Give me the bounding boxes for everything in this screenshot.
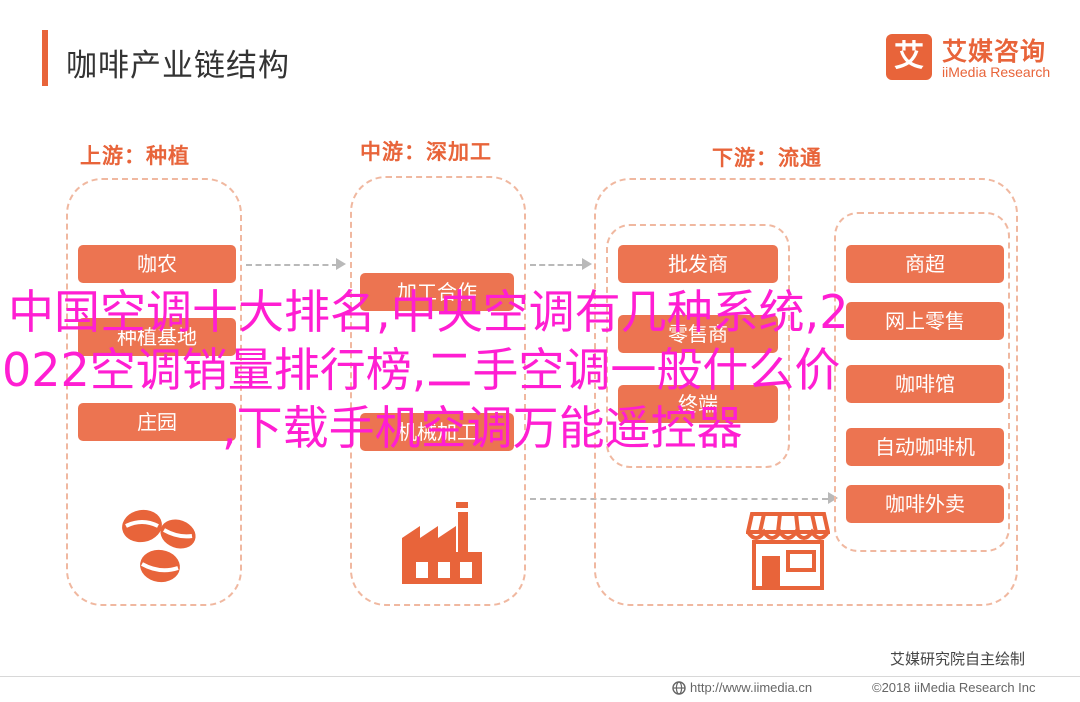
midstream-box (350, 176, 526, 606)
downstream-box (594, 178, 1018, 606)
upstream-item-coffee-farmer: 咖农 (78, 245, 236, 283)
retail-item-cafe: 咖啡馆 (846, 365, 1004, 403)
coffee-beans-icon (122, 509, 196, 583)
footer-url[interactable]: http://www.iimedia.cn (690, 680, 813, 695)
upstream-item-estate: 庄园 (78, 403, 236, 441)
globe-icon (672, 681, 686, 695)
arrow-right-icon (828, 492, 838, 504)
footer-divider (0, 676, 1080, 677)
wholesale-box (606, 224, 790, 468)
overlay-text-line-2: 022空调销量排行榜,二手空调一般什么价 (2, 343, 841, 397)
midstream-label: 中游：深加工 (360, 140, 492, 164)
connector-midstream-downstream-top (530, 264, 582, 266)
arrow-right-icon (582, 258, 592, 270)
connector-midstream-downstream-bottom (530, 498, 828, 500)
logo-mark: 艾 (886, 34, 932, 80)
title-accent-bar (42, 30, 48, 86)
arrow-right-icon (336, 258, 346, 270)
shop-icon (746, 512, 830, 590)
retail-box (834, 212, 1010, 552)
logo-name-cn: 艾媒咨询 (942, 37, 1047, 66)
upstream-item-plantation-base: 种植基地 (78, 318, 236, 356)
iimedia-logo: 艾 艾媒咨询 iiMedia Research (886, 32, 1066, 84)
downstream-label: 下游：流通 (712, 146, 822, 170)
upstream-box (66, 178, 242, 606)
page-title: 咖啡产业链结构 (66, 48, 290, 84)
retail-item-online-retail: 网上零售 (846, 302, 1004, 340)
midstream-item-machine-processing: 机械加工 (360, 413, 514, 451)
overlay-text-line-3: ,下载手机空调万能遥控器 (222, 401, 743, 455)
logo-name-en: iiMedia Research (942, 64, 1051, 80)
connector-upstream-midstream (246, 264, 338, 266)
source-credit: 艾媒研究院自主绘制 (890, 650, 1026, 668)
downstream-item-terminal: 终端 (618, 385, 778, 423)
overlay-text-line-1: 中国空调十大排名,中央空调有几种系统,2 (8, 285, 849, 339)
downstream-item-wholesaler: 批发商 (618, 245, 778, 283)
footer-copyright: ©2018 iiMedia Research Inc (872, 680, 1036, 695)
downstream-item-retailer: 零售商 (618, 315, 778, 353)
midstream-item-processing-partner: 加工合作 (360, 273, 514, 311)
retail-item-vending-machine: 自动咖啡机 (846, 428, 1004, 466)
retail-item-coffee-delivery: 咖啡外卖 (846, 485, 1004, 523)
upstream-label: 上游：种植 (80, 144, 190, 168)
factory-icon (402, 502, 482, 584)
retail-item-supermarket: 商超 (846, 245, 1004, 283)
